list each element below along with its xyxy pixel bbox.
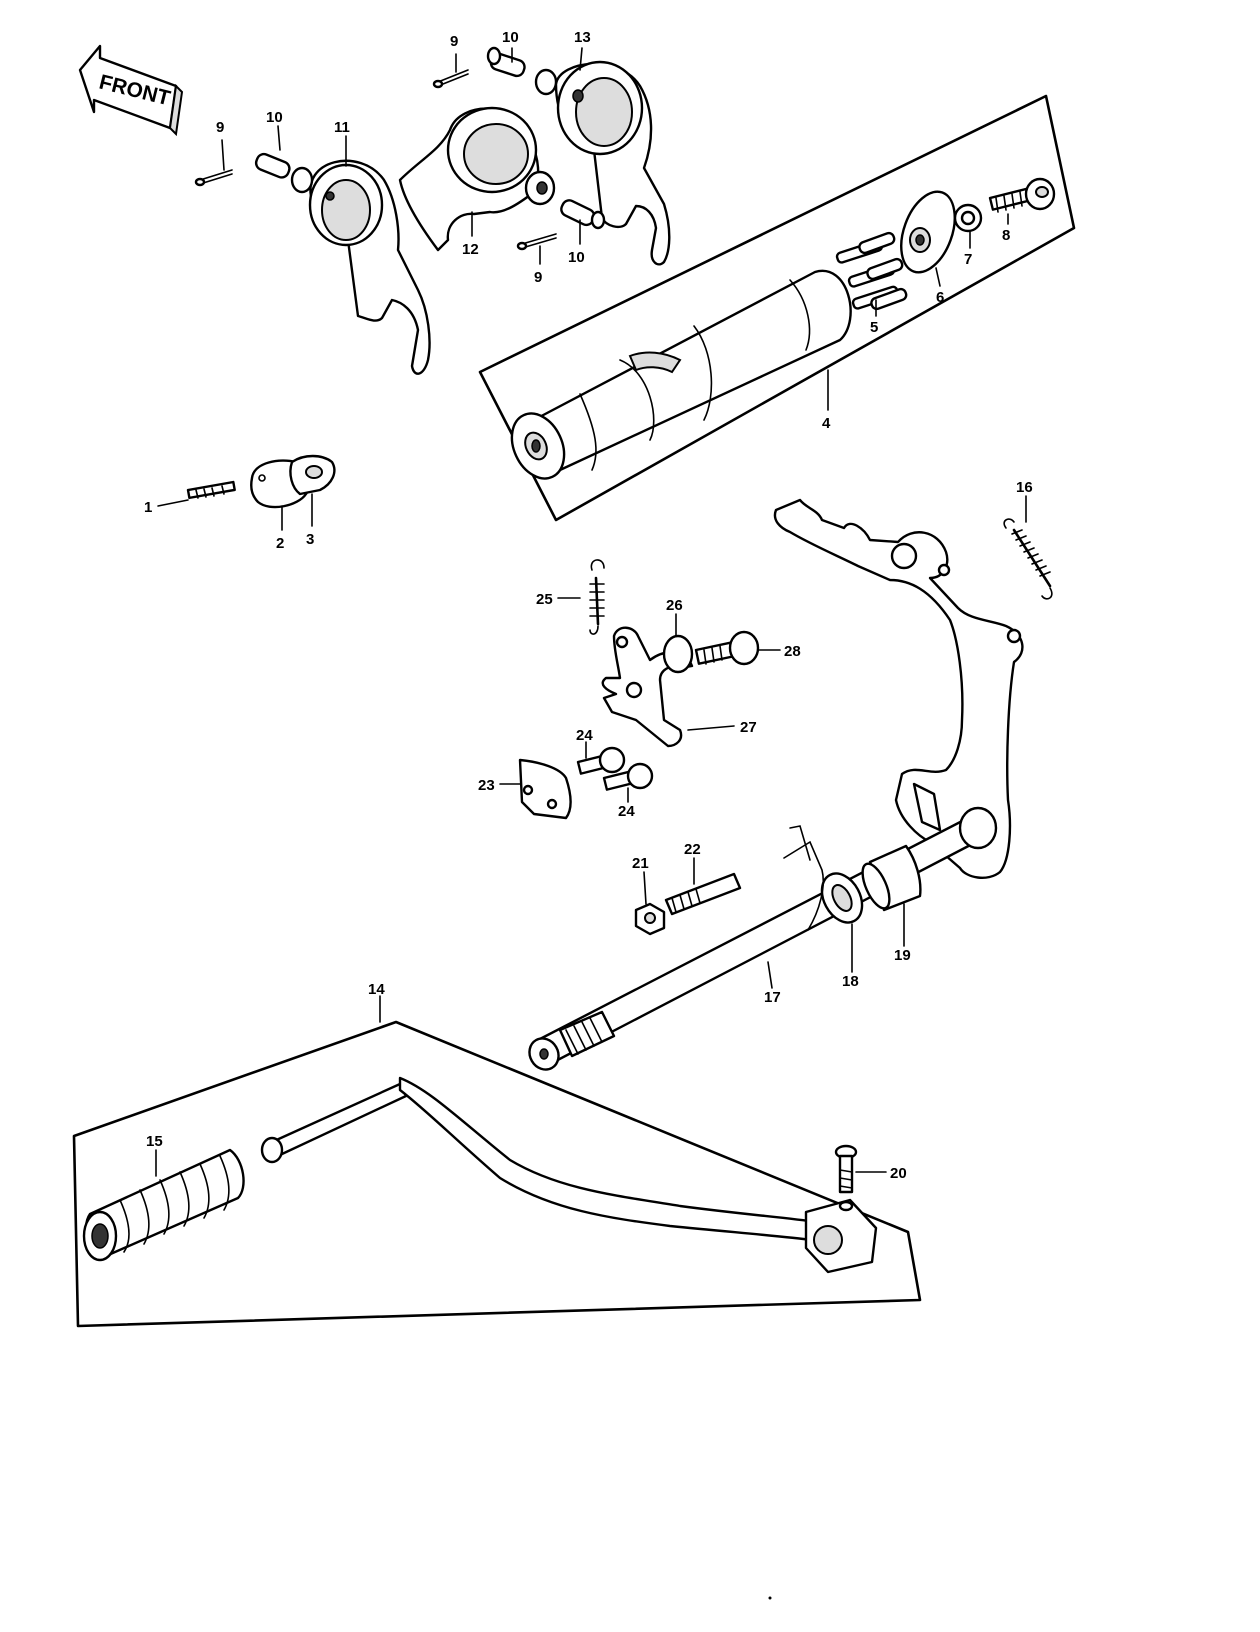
shift-fork-12 bbox=[398, 106, 556, 252]
scan-speck bbox=[768, 1596, 772, 1600]
stud-22 bbox=[664, 872, 742, 916]
callout-2: 2 bbox=[276, 535, 284, 552]
callout-1: 1 bbox=[144, 499, 152, 516]
callout-5: 5 bbox=[870, 319, 878, 336]
cotter-pin-9-b bbox=[194, 169, 233, 187]
shift-fork-11 bbox=[254, 152, 431, 375]
washer-26 bbox=[662, 634, 694, 674]
shift-arm bbox=[773, 498, 1024, 879]
collar-18 bbox=[820, 872, 864, 924]
cover-3 bbox=[289, 454, 336, 496]
callout-17: 17 bbox=[764, 989, 781, 1006]
shift-pedal bbox=[260, 1076, 878, 1274]
bolt-24-lower bbox=[602, 762, 654, 791]
callout-14: 14 bbox=[368, 981, 385, 998]
callout-10-top: 10 bbox=[502, 29, 519, 46]
bolt-24-upper bbox=[576, 746, 626, 775]
callout-16: 20 bbox=[890, 1165, 907, 1182]
callout-6: 6 bbox=[936, 289, 944, 306]
callout-10-bottom: 10 bbox=[568, 249, 585, 266]
pedal-rubber-15 bbox=[82, 1148, 245, 1262]
shift-drum bbox=[510, 239, 899, 480]
nut-21 bbox=[634, 902, 666, 936]
callout-21: 21 bbox=[632, 855, 649, 872]
leader-lines bbox=[155, 47, 1027, 1177]
callout-22: 22 bbox=[684, 841, 701, 858]
callout-3: 3 bbox=[306, 531, 314, 548]
callout-24-upper: 24 bbox=[576, 727, 593, 744]
callout-9-left: 9 bbox=[216, 119, 224, 136]
plate-6 bbox=[900, 190, 956, 274]
callout-24-lower: 24 bbox=[618, 803, 635, 820]
callout-9-bottom: 9 bbox=[534, 269, 542, 286]
callout-10-left: 10 bbox=[266, 109, 283, 126]
cotter-pin-9-c bbox=[516, 233, 557, 251]
pin-set-5 bbox=[858, 231, 908, 311]
callout-11: 11 bbox=[334, 119, 350, 136]
callout-4: 4 bbox=[822, 415, 831, 432]
callout-7: 7 bbox=[964, 251, 972, 268]
collar-19 bbox=[861, 844, 922, 912]
callout-18: 18 bbox=[842, 973, 859, 990]
callout-28: 28 bbox=[784, 643, 801, 660]
callout-15: 15 bbox=[146, 1133, 163, 1150]
cotter-pin-9-a bbox=[432, 69, 469, 89]
pin-10-lower bbox=[560, 199, 606, 230]
spring-25 bbox=[589, 559, 605, 635]
shift-shaft-17 bbox=[528, 806, 998, 1071]
spring-20 bbox=[1003, 518, 1053, 600]
spring-clip bbox=[783, 825, 825, 931]
callouts: 9 10 13 9 10 11 12 10 9 5 6 7 8 4 1 2 3 … bbox=[144, 29, 1033, 1182]
bolt-16 bbox=[834, 1144, 858, 1194]
callout-9-top: 9 bbox=[450, 33, 458, 50]
callout-27: 27 bbox=[740, 719, 757, 736]
screw-1 bbox=[186, 480, 236, 500]
shift-fork-13 bbox=[534, 60, 671, 266]
callout-20: 16 bbox=[1016, 479, 1033, 496]
callout-26: 26 bbox=[666, 597, 683, 614]
lock-washer-7 bbox=[953, 203, 983, 233]
callout-25: 25 bbox=[536, 591, 553, 608]
bolt-28 bbox=[694, 630, 760, 666]
bracket-23 bbox=[518, 758, 572, 820]
pin-10-upper bbox=[486, 46, 526, 78]
callout-13: 13 bbox=[574, 29, 591, 46]
callout-8: 8 bbox=[1002, 227, 1010, 244]
callout-19: 19 bbox=[894, 947, 911, 964]
callout-12: 12 bbox=[462, 241, 479, 258]
screw-8 bbox=[988, 177, 1056, 213]
front-arrow-icon: FRONT bbox=[78, 44, 184, 137]
callout-23: 23 bbox=[478, 777, 495, 794]
pedal-group-border bbox=[72, 1020, 922, 1328]
